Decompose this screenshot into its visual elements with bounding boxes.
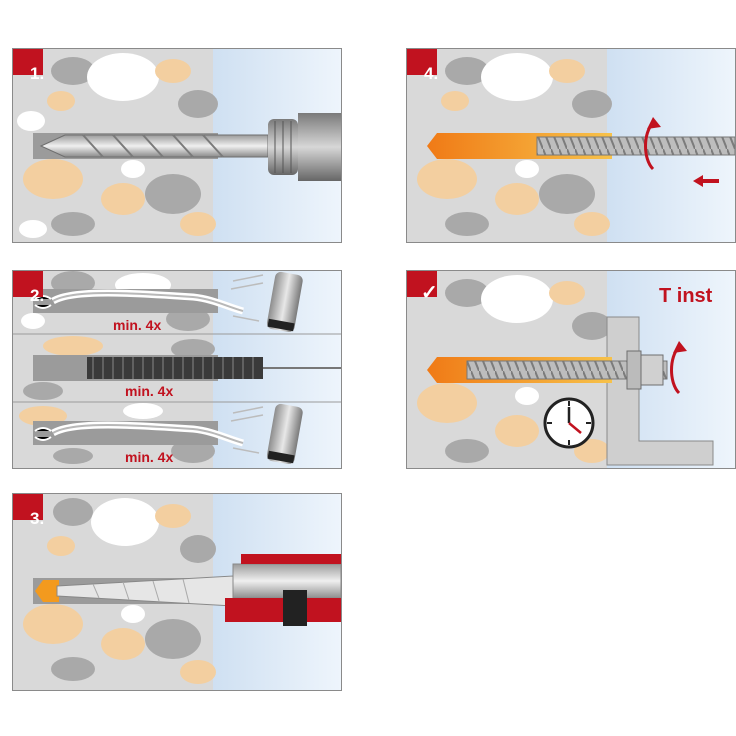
panel-step-1-drill: 1. (12, 48, 342, 243)
repeat-label-brush: min. 4x (125, 383, 174, 399)
rod-insertion-illustration (407, 49, 735, 242)
repeat-label-blow-1: min. 4x (113, 317, 162, 333)
step-number: 4. (424, 64, 439, 83)
step-badge (407, 49, 437, 75)
checkmark-icon: ✓ (421, 282, 438, 304)
cure-time-label: T inst (659, 285, 713, 307)
step-number: 1. (30, 64, 45, 83)
step-number: 2. (30, 286, 45, 305)
curing-illustration (407, 271, 735, 468)
step-badge (13, 271, 43, 297)
drilling-illustration (13, 49, 341, 242)
panel-step-4-insert-rod: 4. (406, 48, 736, 243)
panel-step-3-inject: 3. (12, 493, 342, 691)
step-number: 3. (30, 509, 45, 528)
injection-illustration (13, 494, 341, 690)
step-badge (13, 49, 43, 75)
cleaning-illustration (13, 271, 341, 468)
step-badge (407, 271, 437, 297)
panel-step-2-clean: 2. min. 4x min. 4x min. 4x (12, 270, 342, 469)
step-badge (13, 494, 43, 520)
repeat-label-blow-2: min. 4x (125, 449, 174, 465)
panel-step-5-cure-and-load: ✓ T inst (406, 270, 736, 469)
